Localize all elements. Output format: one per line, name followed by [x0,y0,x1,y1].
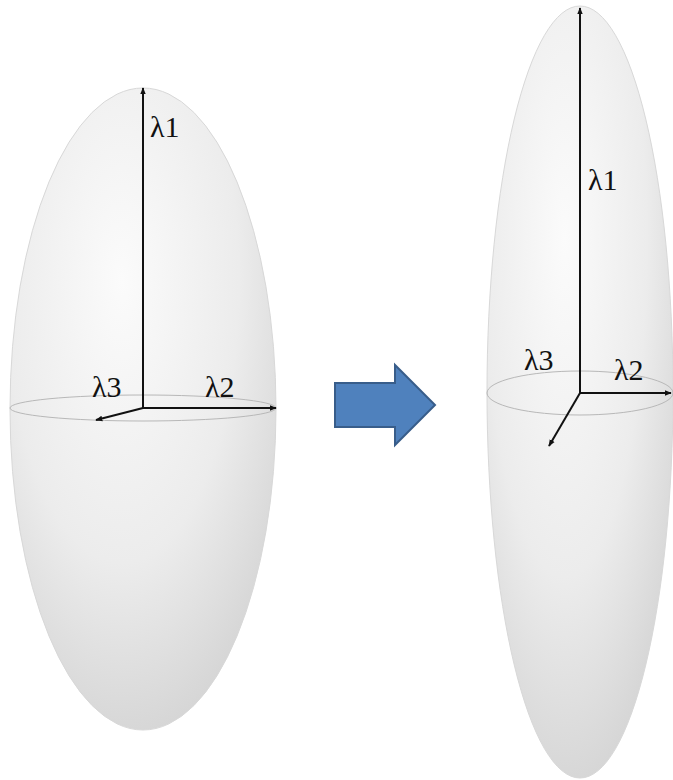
left-ellipsoid [10,88,276,730]
transform-arrow [335,365,435,445]
axis-label: λ2 [614,355,644,385]
axis-label: λ2 [205,372,235,402]
axis-label: λ1 [588,165,618,195]
axis-label: λ1 [150,112,180,142]
axis-label: λ3 [92,372,122,402]
axis-label: λ3 [524,345,554,375]
right-ellipsoid [487,6,673,778]
